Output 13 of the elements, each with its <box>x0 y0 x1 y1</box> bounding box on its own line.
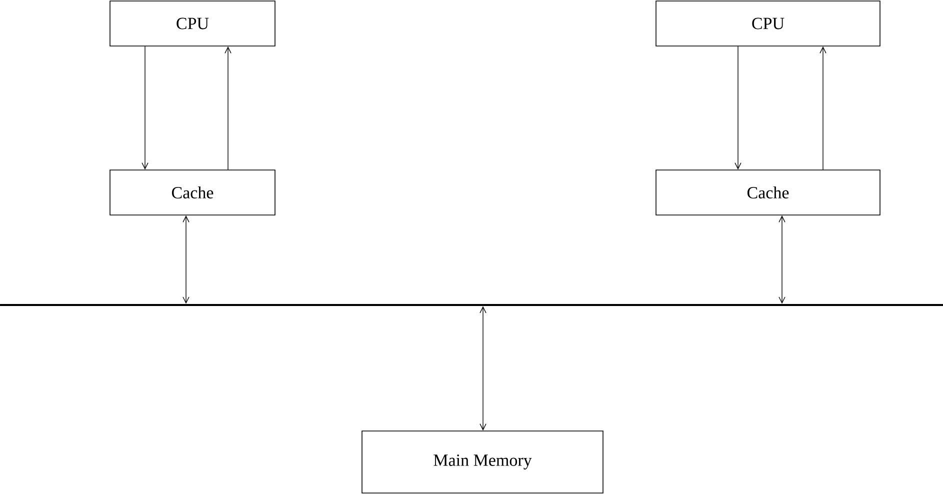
arrow <box>224 46 232 170</box>
arrow <box>778 215 786 304</box>
box: CPU <box>110 0 276 46</box>
box: CPU <box>656 0 880 46</box>
arrow <box>142 46 148 170</box>
bus-line <box>0 304 943 306</box>
arrow <box>480 306 486 431</box>
box: Main Memory <box>362 430 604 494</box>
box: Cache <box>656 170 880 216</box>
arrow <box>182 215 190 304</box>
arrow <box>820 46 826 170</box>
arrow <box>734 46 742 170</box>
box: Cache <box>110 170 276 216</box>
